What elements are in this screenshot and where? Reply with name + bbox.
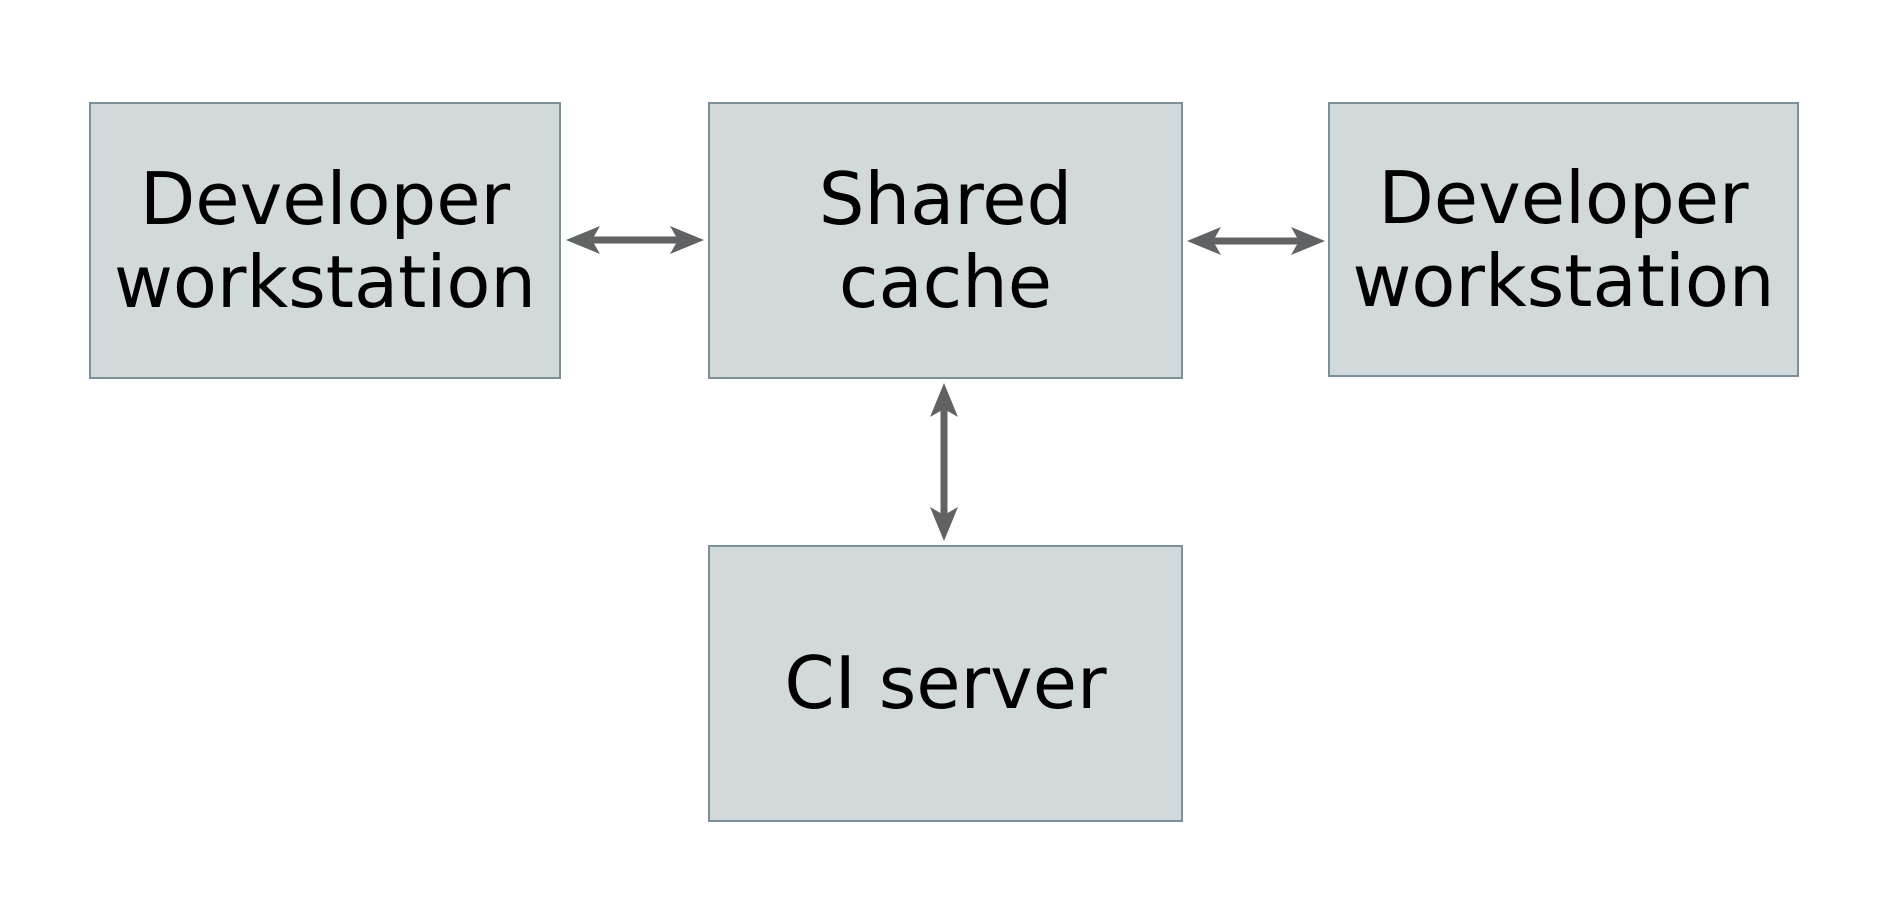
node-shared-cache: Shared cache xyxy=(708,102,1183,379)
arrowhead-left-icon xyxy=(566,226,600,254)
arrowhead-right-icon xyxy=(1291,227,1325,255)
edge-devleft-sharedcache xyxy=(566,226,704,254)
arrowhead-up-icon xyxy=(930,383,958,417)
node-label: CI server xyxy=(784,641,1107,725)
node-label: workstation xyxy=(113,239,536,324)
node-developer-workstation-left: Developer workstation xyxy=(89,102,561,379)
node-ci-server: CI server xyxy=(708,545,1183,822)
arrowhead-left-icon xyxy=(1187,227,1221,255)
edge-ciserver-sharedcache xyxy=(930,383,958,541)
arrowhead-right-icon xyxy=(670,226,704,254)
node-label: Developer xyxy=(1378,155,1749,240)
node-label: Shared xyxy=(818,156,1073,241)
node-label: Developer xyxy=(139,156,511,241)
arrowhead-down-icon xyxy=(930,507,958,541)
node-developer-workstation-right: Developer workstation xyxy=(1328,102,1799,377)
node-label: cache xyxy=(838,239,1053,324)
node-label: workstation xyxy=(1352,238,1775,323)
edge-devright-sharedcache xyxy=(1187,227,1325,255)
